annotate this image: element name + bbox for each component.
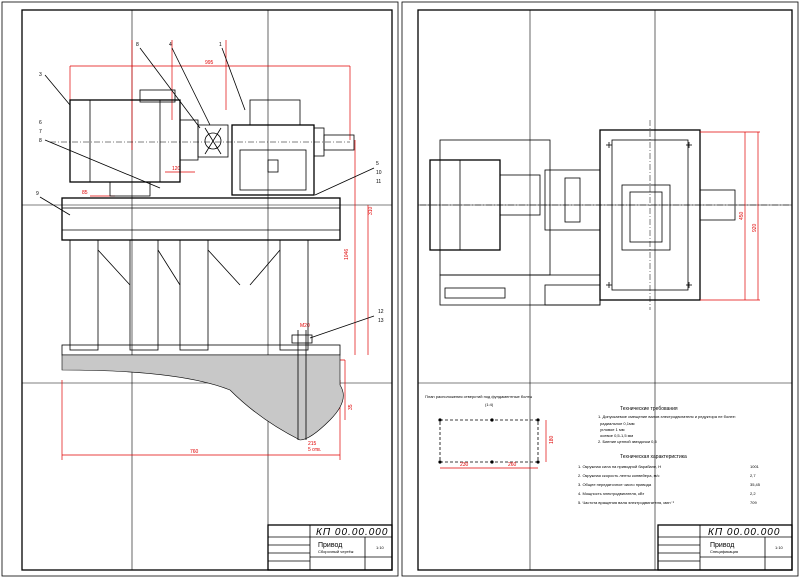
tech-spec-label-4: 4. Мощность электродвигателя, кВт [578, 491, 644, 496]
sheet-2: 450 920 План расположения отверстий под … [401, 1, 799, 577]
sheet-1: 995 1046 310 760 190 35 85 120 M20 215 5… [1, 1, 399, 577]
tech-spec-value-3: 35,45 [750, 482, 761, 487]
callouts: 8 4 1 3 6 7 8 9 5 10 11 12 13 [36, 42, 384, 339]
callout-top-3: 1 [219, 42, 222, 48]
plan-dim-width: 450 [739, 211, 745, 220]
tech-spec-title: Техническая характеристика [620, 454, 687, 460]
sheet-2-sub: Спецификация [710, 549, 738, 554]
tech-spec-value-2: 2,7 [750, 473, 756, 478]
tech-spec-label-2: 2. Окружная скорость ленты конвейера, м/… [578, 473, 660, 478]
sheet-1-scale: 1:10 [376, 545, 385, 550]
sheet-2-scale: 1:10 [775, 545, 784, 550]
sheet-2-frame [417, 9, 793, 571]
foundation-dim-left: 230 [460, 462, 469, 468]
tech-req-2: радиальное 0,1мм [600, 421, 635, 426]
plan-dim-outer: 920 [752, 223, 758, 232]
sheet-1-title-block: КП 00.00.000 Привод Сборочный чертёж 1:1… [267, 524, 393, 571]
callout-top-1: 8 [136, 42, 139, 48]
dim-thread: M20 [300, 323, 310, 329]
electric-motor [50, 89, 350, 197]
coupling [197, 124, 229, 158]
foundation-scale: (1:4) [485, 402, 494, 407]
tech-spec-label-1: 1. Окружная сила на приводной барабане, … [578, 464, 661, 469]
sheet-1-frame [21, 9, 393, 571]
callout-right-5: 13 [378, 318, 384, 324]
sheet-1-outer-border [1, 1, 399, 577]
dim-height-upper: 310 [368, 206, 374, 215]
sheet-2-outer-border [401, 1, 799, 577]
dim-bolt: 120 [172, 166, 181, 172]
foundation-section [61, 330, 344, 441]
dim-holes: 5 отв. [308, 447, 321, 453]
tech-spec-label-5: 5. Частота вращения вала электродвигател… [578, 500, 675, 505]
foundation-hole-plan: План расположения отверстий под фундамен… [425, 394, 555, 469]
tech-req-4: осевое 0,5-1,5 мм [600, 433, 633, 438]
foundation-dim-right: 260 [508, 462, 517, 468]
sheet-1-code: КП 00.00.000 [316, 527, 388, 538]
gearbox [231, 99, 355, 196]
callout-right-3: 11 [376, 179, 381, 185]
dim-foot: 85 [82, 190, 88, 196]
technical-specification: Техническая характеристика 1. Окружная с… [578, 454, 761, 505]
foundation-title: План расположения отверстий под фундамен… [425, 394, 532, 399]
dim-base-length: 760 [190, 449, 199, 455]
plan-view: 450 920 [420, 120, 790, 310]
dim-overall-length: 995 [205, 60, 214, 66]
sheet-1-sub: Сборочный чертёж [318, 549, 354, 554]
sheet-1-name: Привод [318, 542, 342, 549]
callout-right-2: 10 [376, 170, 382, 176]
foundation-dim-height: 180 [549, 435, 555, 444]
sheet-2-name: Привод [710, 542, 734, 549]
tech-req-5: 2. Биение цепной звездочки 0,5 [598, 439, 658, 444]
callout-right-1: 5 [376, 161, 379, 167]
callout-left-3: 7 [39, 129, 42, 135]
technical-requirements: Технические требования 1. Допускаемое см… [598, 406, 736, 444]
tech-spec-label-3: 3. Общее передаточное число привода [578, 482, 652, 487]
tech-spec-value-5: 709 [750, 500, 757, 505]
callout-left-4: 8 [39, 138, 42, 144]
sheet-2-title-block: КП 00.00.000 Привод Спецификация 1:10 [657, 524, 793, 571]
callout-left-5: 9 [36, 191, 39, 197]
tech-req-1: 1. Допускаемое смещение валов электродви… [598, 414, 736, 419]
base-frame [61, 197, 341, 356]
tech-req-3: угловое 1 мм [600, 427, 625, 432]
dim-small-4: 215 [308, 441, 317, 447]
tech-spec-value-1: 1001 [750, 464, 760, 469]
callout-left-2: 6 [39, 120, 42, 126]
callout-top-2: 4 [169, 42, 172, 48]
dim-height-total: 1046 [344, 249, 350, 260]
dim-small-2: 35 [348, 404, 354, 410]
tech-req-title: Технические требования [620, 406, 678, 412]
tech-spec-value-4: 2,2 [750, 491, 756, 496]
callout-left-1: 3 [39, 72, 42, 78]
callout-right-4: 12 [378, 309, 384, 315]
sheet-2-code: КП 00.00.000 [708, 527, 780, 538]
